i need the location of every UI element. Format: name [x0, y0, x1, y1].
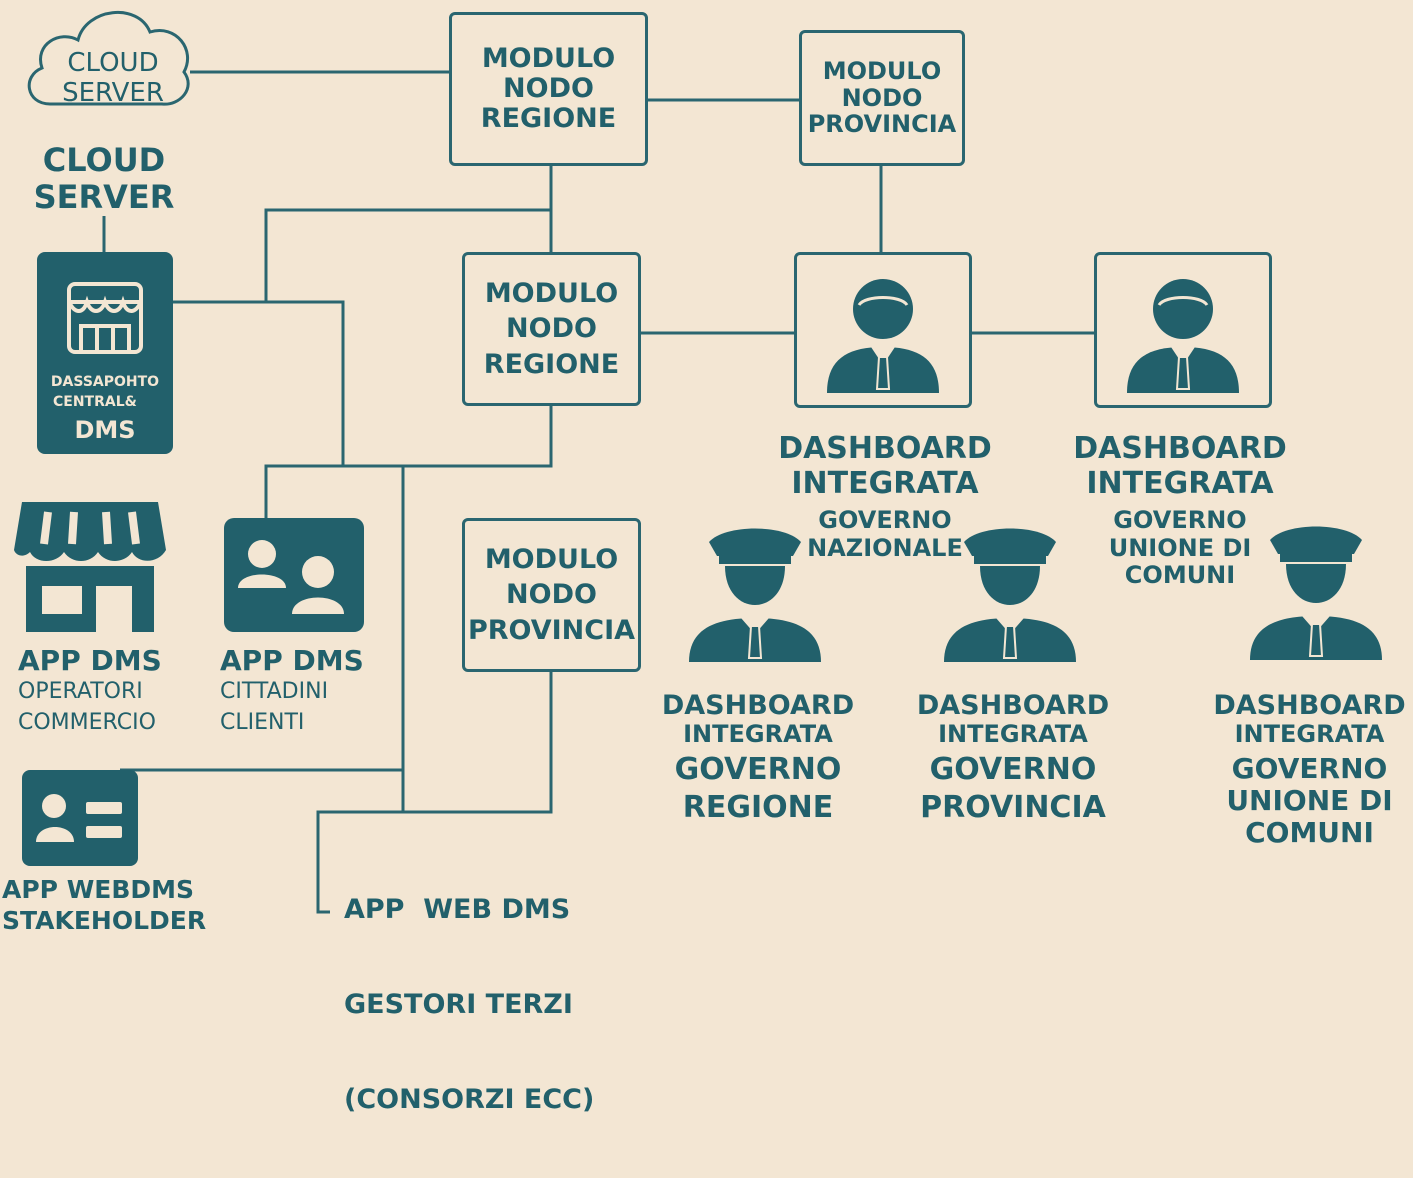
connector-lines [102, 70, 1095, 914]
line-dms-panel [173, 300, 345, 466]
app-gestori-label: APP WEB DMS GESTORI TERZI (CONSORZI ECC) [344, 894, 595, 1116]
market-stall-icon [67, 282, 143, 354]
modulo-nodo-provincia-top: MODULO NODO PROVINCIA [799, 30, 965, 166]
central-dms-panel: DASSAPOHTO CENTRAL& DMS [37, 252, 173, 454]
cloud-server-heading: CLOUD SERVER [33, 141, 175, 216]
cloud-icon [27, 10, 190, 106]
line-branch-left [264, 208, 551, 302]
officer-icon [1250, 526, 1382, 660]
modulo-nodo-regione-top: MODULO NODO REGIONE [449, 12, 648, 166]
central-dms-line3: DMS [74, 416, 136, 444]
architecture-diagram: CLOUD SERVER CLOUD SERVER DASSAPOHTO CEN… [2, 10, 1406, 1115]
person-icon [827, 279, 939, 393]
dashboard-unione-frame [1094, 252, 1272, 408]
line-to-gestori [316, 672, 553, 914]
central-dms-line1: DASSAPOHTO [50, 374, 160, 390]
shop-icon [14, 502, 166, 632]
id-card-icon [22, 770, 138, 866]
app-operatori-label: APP DMS OPERATORI COMMERCIO [18, 644, 162, 736]
officer-icon [944, 528, 1076, 662]
modulo-nodo-regione-mid: MODULO NODO REGIONE [462, 252, 641, 406]
users-card-icon [224, 518, 364, 632]
dashboard-unione-bottom-label: DASHBOARD INTEGRATA GOVERNO UNIONE DI CO… [1213, 690, 1406, 850]
dashboard-nazionale-frame [794, 252, 972, 408]
dashboard-regione-label: DASHBOARD INTEGRATA GOVERNO REGIONE [661, 690, 855, 826]
dashboard-provincia-label: DASHBOARD INTEGRATA GOVERNO PROVINCIA [916, 690, 1110, 826]
dashboard-nazionale-label: DASHBOARD INTEGRATA GOVERNO NAZIONALE [778, 431, 992, 562]
officer-icon [689, 528, 821, 662]
line-to-cittadini [264, 405, 553, 518]
dashboard-unione-top-label: DASHBOARD INTEGRATA GOVERNO UNIONE DI CO… [1073, 431, 1287, 590]
central-dms-line2: CENTRAL& [53, 394, 137, 410]
cloud-icon-label: CLOUD SERVER [62, 48, 164, 108]
app-cittadini-label: APP DMS CITTADINI CLIENTI [220, 644, 364, 736]
modulo-nodo-provincia-mid: MODULO NODO PROVINCIA [462, 518, 641, 672]
app-stakeholder-label: APP WEBDMS STAKEHOLDER [2, 875, 207, 935]
person-icon [1127, 279, 1239, 393]
